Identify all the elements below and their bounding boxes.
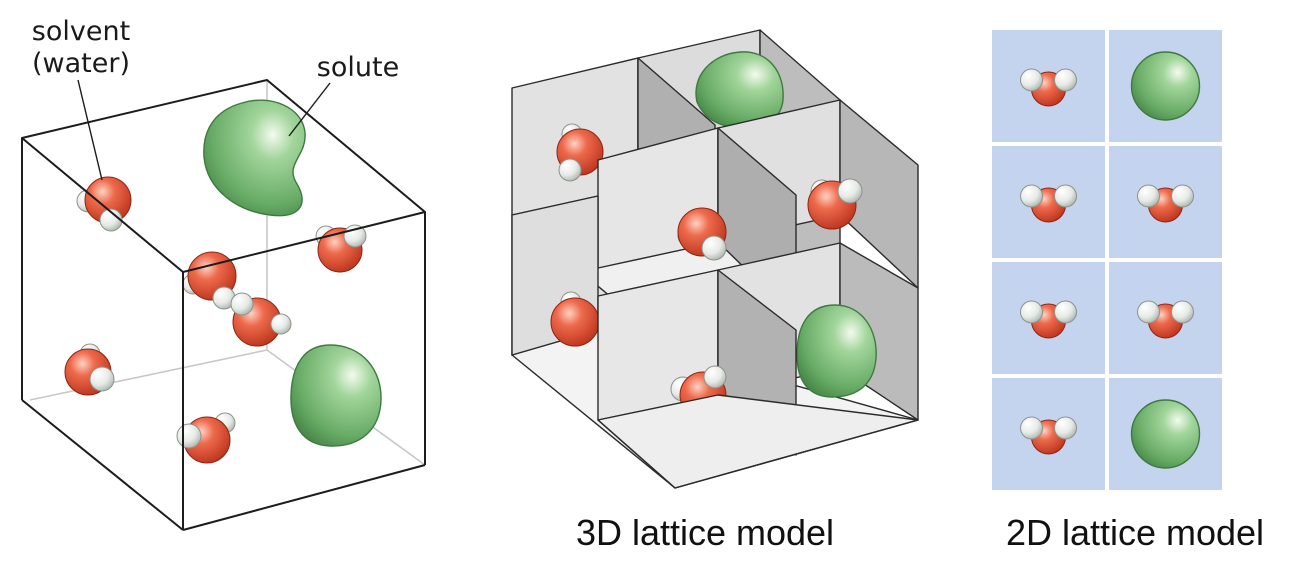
water-molecule (807, 178, 863, 230)
solute-molecule (796, 304, 877, 398)
lattice-3d-model (511, 29, 919, 489)
water-molecule (1137, 184, 1194, 223)
water-molecule (64, 343, 115, 396)
solvent-label: solvent (32, 16, 130, 47)
solvent-label-subtitle: (water) (32, 48, 130, 79)
box-edges (21, 79, 426, 531)
model-3d-label: 3D lattice model (576, 512, 834, 553)
solute-label: solute (317, 52, 399, 83)
lattice-edge (674, 419, 919, 489)
water-molecule (550, 291, 600, 347)
water-molecule (1020, 184, 1077, 223)
lattice-2d-model (992, 30, 1222, 490)
water-molecule (315, 224, 367, 273)
water-molecule (1020, 300, 1077, 339)
callout-line-solute (288, 82, 331, 137)
water-molecule (556, 123, 604, 182)
continuum-solvent-box: solvent (water) solute (21, 16, 426, 531)
water-molecule (677, 207, 727, 261)
model-2d-label: 2D lattice model (1006, 512, 1264, 553)
solute-molecule (290, 344, 382, 447)
solute-molecule (203, 99, 306, 217)
water-molecule (176, 412, 236, 464)
water-molecule (1020, 68, 1077, 107)
lattice-edge (597, 419, 676, 489)
water-molecule (230, 292, 292, 347)
water-molecule (1137, 300, 1194, 339)
water-molecule (1020, 416, 1077, 455)
solute-molecule (1130, 399, 1201, 469)
callout-line-solvent (77, 79, 103, 181)
solute-molecule (1130, 51, 1201, 121)
